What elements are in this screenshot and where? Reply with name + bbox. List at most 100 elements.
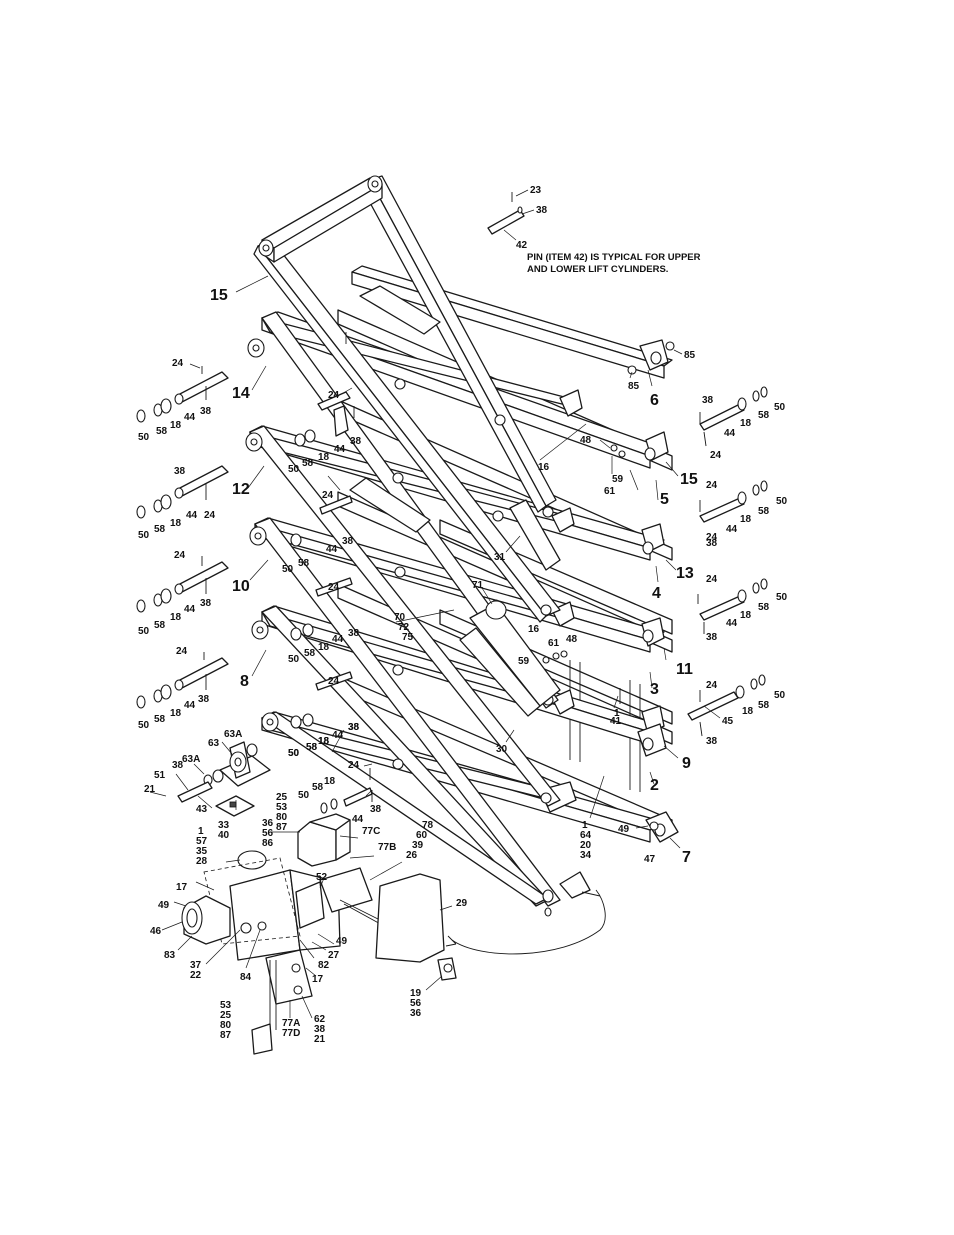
callout: 18 bbox=[170, 420, 182, 431]
callout-leader-lines bbox=[149, 189, 721, 1019]
callout: 43 bbox=[196, 804, 208, 815]
callout: 75 bbox=[402, 632, 414, 643]
callout: 58 bbox=[312, 782, 324, 793]
callout-labels: 23 38 42 15 85 85 6 24 14 38 44 18 58 50… bbox=[138, 185, 788, 1045]
callout: 18 bbox=[740, 418, 752, 429]
callout: 53 bbox=[276, 802, 288, 813]
callout: 63A bbox=[182, 754, 200, 765]
callout: 13 bbox=[676, 565, 694, 582]
callout: 44 bbox=[726, 524, 738, 535]
callout: 44 bbox=[334, 444, 346, 455]
callout: 58 bbox=[304, 648, 316, 659]
callout: 38 bbox=[198, 694, 210, 705]
callout: 40 bbox=[218, 830, 230, 841]
callout: 5 bbox=[660, 491, 669, 508]
callout: 38 bbox=[370, 804, 382, 815]
callout: 38 bbox=[706, 632, 718, 643]
callout: 28 bbox=[196, 856, 208, 867]
callout: 50 bbox=[776, 496, 788, 507]
callout: 44 bbox=[326, 544, 338, 555]
callout: 1 bbox=[614, 708, 620, 719]
callout: 24 bbox=[706, 574, 718, 585]
top-yoke-arm bbox=[258, 175, 383, 263]
callout: 21 bbox=[144, 784, 156, 795]
callout: 38 bbox=[200, 406, 212, 417]
callout: 56 bbox=[262, 828, 274, 839]
callout: 34 bbox=[580, 850, 592, 861]
callout: 38 bbox=[706, 736, 718, 747]
callout: 50 bbox=[288, 748, 300, 759]
callout: 38 bbox=[702, 395, 714, 406]
callout: 15 bbox=[680, 471, 698, 488]
callout: 58 bbox=[306, 742, 318, 753]
callout: 42 bbox=[516, 240, 528, 251]
callout: 8 bbox=[240, 673, 249, 690]
callout: 49 bbox=[336, 936, 348, 947]
callout: 50 bbox=[288, 654, 300, 665]
callout: 24 bbox=[176, 646, 188, 657]
callout: 50 bbox=[776, 592, 788, 603]
callout: 18 bbox=[170, 518, 182, 529]
callout: 85 bbox=[684, 350, 696, 361]
note-line-2: AND LOWER LIFT CYLINDERS. bbox=[527, 264, 668, 275]
callout: 36 bbox=[410, 1008, 422, 1019]
callout: 24 bbox=[706, 532, 718, 543]
callout: 50 bbox=[774, 690, 786, 701]
callout: 41 bbox=[610, 716, 622, 727]
callout: 37 bbox=[190, 960, 202, 971]
callout: 63 bbox=[208, 738, 220, 749]
callout: 44 bbox=[184, 412, 196, 423]
callout: 46 bbox=[150, 926, 162, 937]
callout: 18 bbox=[318, 452, 330, 463]
callout: 47 bbox=[644, 854, 656, 865]
callout: 18 bbox=[740, 610, 752, 621]
callout: 11 bbox=[676, 661, 693, 678]
callout: 38 bbox=[536, 205, 548, 216]
callout: 44 bbox=[352, 814, 364, 825]
callout: 59 bbox=[612, 474, 624, 485]
callout: 58 bbox=[758, 410, 770, 421]
callout: 77C bbox=[362, 826, 380, 837]
callout: 51 bbox=[154, 770, 166, 781]
callout: 38 bbox=[172, 760, 184, 771]
callout: 38 bbox=[348, 722, 360, 733]
callout: 38 bbox=[706, 538, 718, 549]
callout: 82 bbox=[318, 960, 330, 971]
callout: 87 bbox=[220, 1030, 232, 1041]
callout: 6 bbox=[650, 392, 659, 409]
callout: 38 bbox=[342, 536, 354, 547]
callout: 25 bbox=[220, 1010, 232, 1021]
callout: 52 bbox=[316, 872, 328, 883]
callout: 17 bbox=[176, 882, 188, 893]
callout: 9 bbox=[682, 755, 691, 772]
pivot-pin-assemblies-left bbox=[136, 332, 373, 814]
mounting-bracket-assembly bbox=[177, 741, 271, 817]
callout: 36 bbox=[262, 818, 274, 829]
callout: 86 bbox=[262, 838, 274, 849]
left-pivot-hubs bbox=[245, 338, 666, 837]
callout: 49 bbox=[158, 900, 170, 911]
callout: 20 bbox=[580, 840, 592, 851]
callout: 48 bbox=[566, 634, 578, 645]
callout: 18 bbox=[318, 642, 330, 653]
callout: 3 bbox=[650, 681, 659, 698]
callout: 14 bbox=[232, 385, 250, 402]
callout: 58 bbox=[154, 714, 166, 725]
hydraulic-pump-assembly bbox=[181, 813, 606, 1055]
callout: 61 bbox=[604, 486, 616, 497]
callout: 24 bbox=[706, 480, 718, 491]
callout: 62 bbox=[314, 1014, 326, 1025]
callout: 58 bbox=[298, 558, 310, 569]
callout: 49 bbox=[618, 824, 630, 835]
callout: 50 bbox=[774, 402, 786, 413]
pivot-pin-assemblies-right bbox=[487, 192, 768, 831]
callout: 18 bbox=[170, 708, 182, 719]
callout: 19 bbox=[410, 988, 422, 999]
callout: 29 bbox=[456, 898, 468, 909]
callout: 44 bbox=[724, 428, 736, 439]
callout: 44 bbox=[332, 730, 344, 741]
callout: 39 bbox=[412, 840, 424, 851]
callout: 1 bbox=[582, 820, 588, 831]
